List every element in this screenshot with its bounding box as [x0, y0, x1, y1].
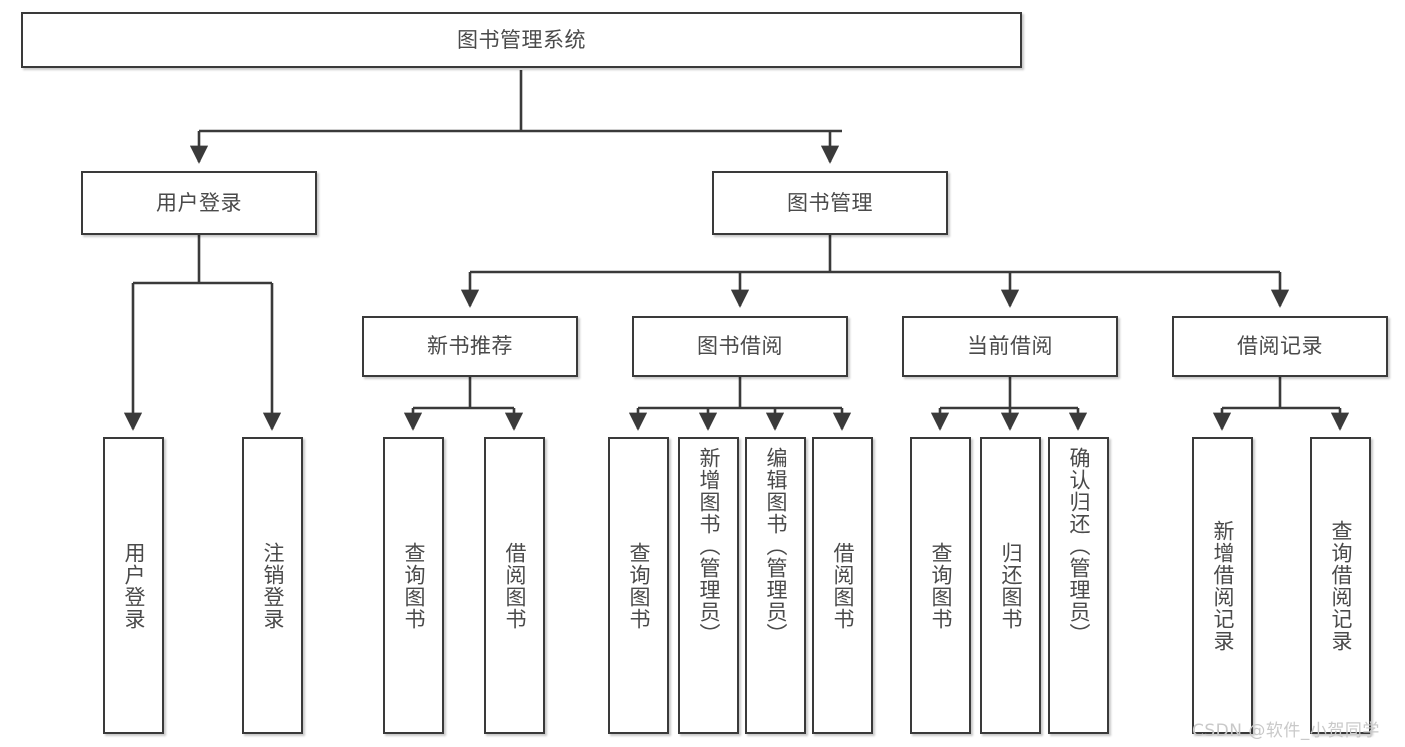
- node-book-manage-label: 图书管理: [787, 190, 873, 215]
- node-leaf-query-record[interactable]: 查询借阅记录: [1310, 437, 1371, 734]
- node-leaf-borrow-book-2-label: 借阅图书: [830, 541, 855, 630]
- node-leaf-return-book[interactable]: 归还图书: [980, 437, 1041, 734]
- node-user-login-label: 用户登录: [156, 190, 242, 215]
- node-leaf-borrow-book-1[interactable]: 借阅图书: [484, 437, 545, 734]
- node-leaf-user-login-label: 用户登录: [121, 541, 146, 630]
- node-borrow-record[interactable]: 借阅记录: [1172, 316, 1388, 377]
- node-new-book-recommend[interactable]: 新书推荐: [362, 316, 578, 377]
- node-leaf-edit-book-label: 编辑图书（管理员）: [763, 447, 788, 645]
- node-leaf-add-record[interactable]: 新增借阅记录: [1192, 437, 1253, 734]
- node-current-borrow[interactable]: 当前借阅: [902, 316, 1118, 377]
- node-leaf-query-book-3-label: 查询图书: [928, 541, 953, 630]
- node-leaf-query-book-2-label: 查询图书: [626, 541, 651, 630]
- node-book-borrow-label: 图书借阅: [697, 334, 783, 359]
- node-leaf-query-book-1[interactable]: 查询图书: [383, 437, 444, 734]
- node-leaf-query-book-2[interactable]: 查询图书: [608, 437, 669, 734]
- node-book-borrow[interactable]: 图书借阅: [632, 316, 848, 377]
- node-book-manage[interactable]: 图书管理: [712, 171, 948, 235]
- node-leaf-confirm-return-label: 确认归还（管理员）: [1066, 447, 1091, 645]
- node-root[interactable]: 图书管理系统: [21, 12, 1022, 68]
- csdn-watermark: CSDN @软件_小贺同学: [1192, 721, 1380, 741]
- node-new-book-recommend-label: 新书推荐: [427, 334, 513, 359]
- node-leaf-borrow-book-1-label: 借阅图书: [502, 541, 527, 630]
- node-root-label: 图书管理系统: [457, 27, 586, 52]
- node-leaf-query-book-1-label: 查询图书: [401, 541, 426, 630]
- node-leaf-query-book-3[interactable]: 查询图书: [910, 437, 971, 734]
- node-leaf-logout-login[interactable]: 注销登录: [242, 437, 303, 734]
- node-current-borrow-label: 当前借阅: [967, 334, 1053, 359]
- node-leaf-add-book-label: 新增图书（管理员）: [696, 447, 721, 645]
- node-user-login[interactable]: 用户登录: [81, 171, 317, 235]
- node-leaf-logout-login-label: 注销登录: [260, 541, 285, 630]
- node-leaf-user-login[interactable]: 用户登录: [103, 437, 164, 734]
- node-leaf-edit-book[interactable]: 编辑图书（管理员）: [745, 437, 806, 734]
- node-borrow-record-label: 借阅记录: [1237, 334, 1323, 359]
- node-leaf-confirm-return[interactable]: 确认归还（管理员）: [1048, 437, 1109, 734]
- node-leaf-query-record-label: 查询借阅记录: [1328, 519, 1353, 652]
- node-leaf-return-book-label: 归还图书: [998, 541, 1023, 630]
- node-leaf-add-book[interactable]: 新增图书（管理员）: [678, 437, 739, 734]
- node-leaf-add-record-label: 新增借阅记录: [1210, 519, 1235, 652]
- node-leaf-borrow-book-2[interactable]: 借阅图书: [812, 437, 873, 734]
